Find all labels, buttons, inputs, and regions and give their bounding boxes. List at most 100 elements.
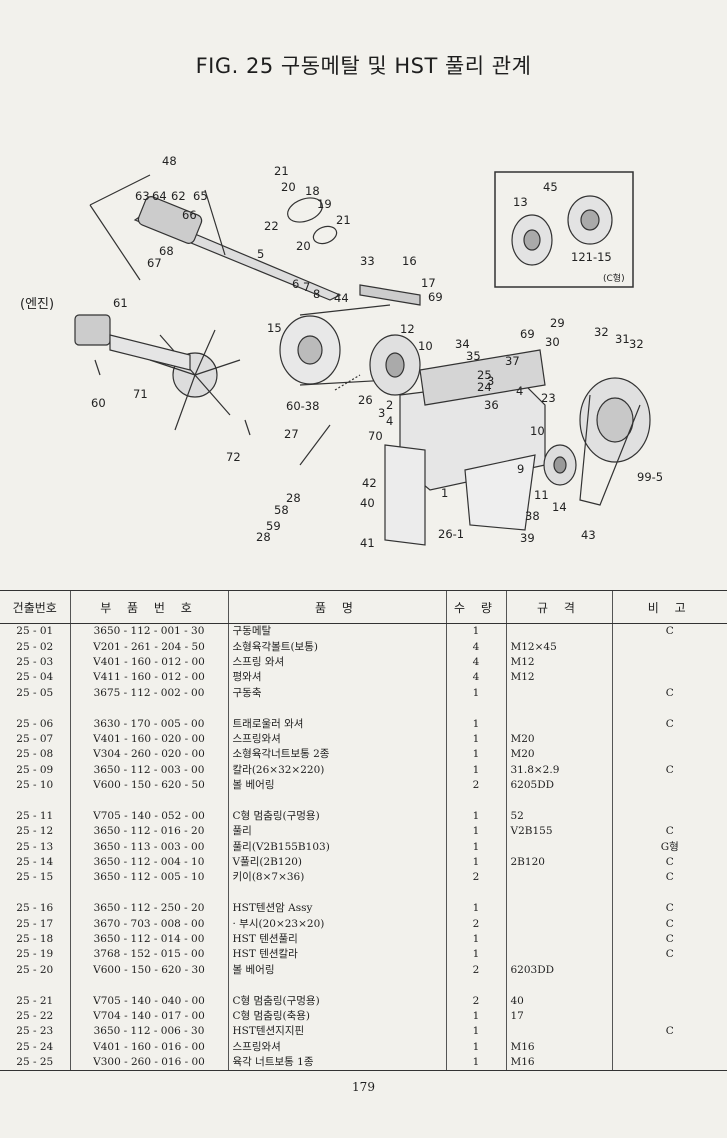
rod-27 (299, 424, 331, 466)
callout-label: 23 (541, 391, 556, 405)
cell-no: 25 - 25 (0, 1054, 70, 1072)
cell-rem: C (611, 623, 727, 640)
cell-spec: M12×45 (505, 639, 612, 655)
cell-pn: 3650 - 112 - 001 - 30 (69, 623, 228, 640)
cell-name: C형 멈춤링(구멍용) (227, 808, 446, 825)
cell-rem (611, 808, 727, 825)
cell-no: 25 - 18 (16, 933, 54, 945)
cell-name: 볼 베어링 (227, 777, 446, 794)
cell-pn: 3650 - 112 - 250 - 20 (69, 901, 228, 917)
table-row (0, 977, 727, 994)
cell-rem (611, 731, 727, 748)
header-spec: 규 격 (505, 590, 612, 624)
cell-no: 25 - 16 (16, 902, 54, 915)
shaft-bracket-lines (89, 174, 226, 281)
callout-label: 39 (520, 531, 535, 545)
callout-label: 31 (615, 332, 630, 346)
cell-spec (505, 947, 612, 963)
page-number: 179 (352, 1080, 375, 1094)
callout-label: 33 (360, 254, 375, 268)
callout-label: 71 (133, 387, 148, 401)
cell-spec: M20 (505, 731, 612, 748)
callout-label: 4 (386, 414, 393, 428)
cell-spec: M12 (505, 670, 612, 686)
cell-spec (505, 716, 612, 732)
cell-rem: C (611, 870, 727, 886)
cell-no: 25 - 05 (16, 686, 54, 699)
cell-pn: V600 - 150 - 620 - 50 (69, 777, 228, 794)
cell-spec (505, 839, 612, 855)
cell-rem (611, 993, 727, 1009)
callout-label: 59 (266, 519, 281, 533)
cell-qty: 1 (445, 808, 506, 825)
cell-rem: C (611, 685, 727, 701)
cell-no (0, 701, 70, 716)
cell-rem: C (611, 716, 727, 732)
cell-no: 25 - 02 (16, 640, 54, 653)
callout-label: 12 (400, 322, 415, 336)
cell-rem: G형 (611, 839, 727, 855)
table-row (0, 793, 727, 809)
cell-spec: M20 (505, 747, 612, 763)
cell-pn: 3670 - 703 - 008 - 00 (69, 916, 228, 932)
cell-pn: V201 - 261 - 204 - 50 (69, 639, 228, 655)
callout-label: 16 (402, 254, 417, 268)
callout-label: 121-15 (571, 250, 612, 264)
callout-label: 40 (360, 496, 375, 510)
inset-variant-note: (C형) (603, 273, 625, 284)
cell-name (227, 885, 446, 902)
cell-no: 25 - 24 (16, 1040, 54, 1053)
cell-spec (505, 916, 612, 932)
cell-rem (611, 1054, 727, 1072)
cell-qty: 2 (445, 993, 506, 1009)
cell-spec (505, 623, 612, 640)
cell-no: 25 - 08 (16, 748, 54, 761)
callout-label: 58 (274, 503, 289, 517)
callout-label: 42 (362, 476, 377, 490)
callout-label: 67 (147, 256, 162, 270)
cell-spec (505, 885, 612, 902)
callout-label: 44 (334, 291, 349, 305)
cell-spec: 52 (505, 808, 612, 825)
cell-no: 25 - 20 (16, 963, 54, 976)
cell-rem (611, 747, 727, 763)
cell-spec: 40 (505, 993, 612, 1009)
header-part-number: 부 품 번 호 (69, 590, 228, 624)
cell-qty (445, 885, 506, 902)
cell-pn: V705 - 140 - 052 - 00 (69, 808, 228, 825)
cell-name: HST 텐션칼라 (227, 947, 446, 963)
cell-pn: V304 - 260 - 020 - 00 (69, 747, 228, 763)
callout-label: 20 (281, 180, 296, 194)
cell-spec: M16 (505, 1039, 612, 1055)
cell-no: 25 - 07 (16, 732, 54, 745)
callout-label: 60-38 (286, 399, 319, 413)
cell-pn: V401 - 160 - 020 - 00 (69, 731, 228, 748)
cell-spec: 31.8×2.9 (505, 762, 612, 778)
cell-rem (611, 1008, 727, 1025)
variant-inset-box (494, 171, 634, 288)
table-row (0, 700, 727, 717)
callout-label: 64 (152, 189, 167, 203)
cell-name: C형 멈춤링(구멍용) (227, 993, 446, 1009)
cell-name: 스프링와셔 (227, 1039, 446, 1055)
callout-label: 27 (284, 427, 299, 441)
cell-no: 25 - 15 (16, 871, 54, 884)
callout-label: 21 (336, 213, 351, 227)
cell-name (227, 793, 446, 809)
cell-qty: 1 (445, 1039, 506, 1055)
cell-pn: V705 - 140 - 040 - 00 (69, 993, 228, 1009)
callout-label: 62 (171, 189, 186, 203)
cell-spec (505, 700, 612, 717)
callout-label: 7 (303, 280, 310, 294)
cell-pn: V300 - 260 - 016 - 00 (69, 1054, 228, 1072)
cell-no: 25 - 23 (16, 1025, 54, 1038)
cell-spec (505, 793, 612, 809)
cell-rem: C (611, 916, 727, 932)
cell-no: 25 - 12 (16, 825, 54, 838)
